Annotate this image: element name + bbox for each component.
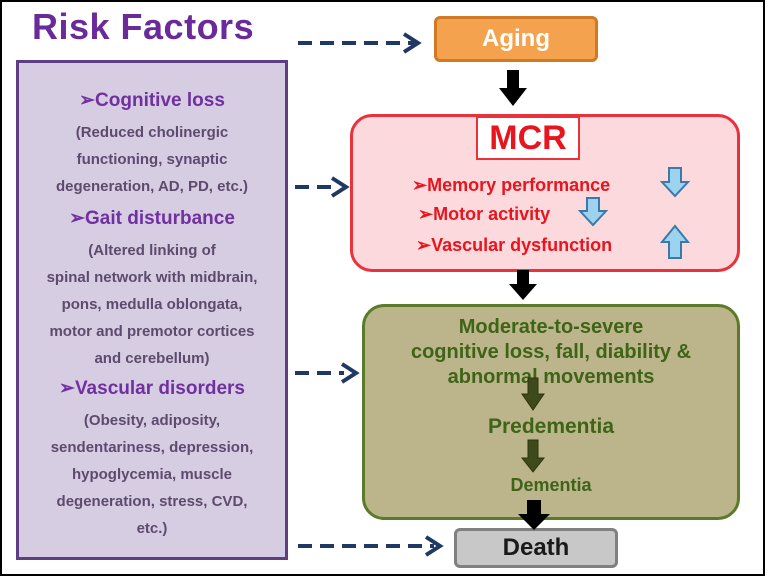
outcome-line: cognitive loss, fall, diability &	[410, 341, 692, 363]
risk-factor-heading-cognitive: ➢Cognitive loss	[79, 90, 225, 111]
arrow-aging-to-mcr	[499, 70, 527, 106]
arrow-to-dementia	[520, 439, 546, 473]
predementia-label: Predementia	[487, 415, 615, 438]
arrow-to-predementia	[521, 377, 545, 411]
diagram-title: Risk Factors	[32, 6, 255, 47]
arrow-mcr-to-outcome	[509, 270, 537, 300]
risk-factor-details-gait: (Altered linking of spinal network with …	[19, 237, 285, 372]
detail-line: pons, medulla oblongata,	[61, 296, 243, 313]
mcr-label: MCR	[476, 116, 580, 160]
detail-line: (Altered linking of	[88, 242, 216, 259]
detail-line: degeneration, AD, PD, etc.)	[56, 178, 248, 195]
detail-line: degeneration, stress, CVD,	[56, 493, 248, 510]
risk-factor-heading-gait: ➢Gait disturbance	[69, 208, 235, 229]
detail-line: etc.)	[136, 520, 168, 537]
arrow-outcome-to-death	[518, 500, 550, 530]
bullet-arrow-icon: ➢	[59, 378, 75, 399]
detail-line: sendentariness, depression,	[50, 439, 254, 456]
outcome-line: abnormal movements	[447, 366, 655, 388]
bullet-arrow-icon: ➢	[79, 90, 96, 111]
mcr-item-vascular: ➢Vascular dysfunction	[416, 235, 613, 255]
death-box: Death	[454, 528, 618, 568]
risk-factor-heading-vascular: ➢Vascular disorders	[59, 378, 245, 399]
risk-factor-details-cognitive: (Reduced cholinergic functioning, synapt…	[19, 119, 285, 200]
risk-factors-panel: ➢Cognitive loss (Reduced cholinergic fun…	[16, 60, 288, 560]
mcr-item-memory: ➢Memory performance	[412, 175, 611, 195]
outcome-line: Moderate-to-severe	[458, 316, 644, 338]
detail-line: spinal network with midbrain,	[46, 269, 258, 286]
memory-decrease-icon	[659, 167, 691, 198]
dashed-arrow-to-mcr	[295, 176, 350, 198]
dashed-arrow-to-death	[298, 535, 444, 557]
bullet-arrow-icon: ➢	[416, 235, 432, 255]
outcome-box: Moderate-to-severe cognitive loss, fall,…	[362, 304, 740, 520]
outcome-description: Moderate-to-severe cognitive loss, fall,…	[365, 315, 737, 390]
mcr-item-motor: ➢Motor activity	[418, 204, 551, 224]
dementia-label: Dementia	[510, 475, 592, 495]
detail-line: and cerebellum)	[94, 350, 210, 367]
detail-line: (Obesity, adiposity,	[83, 412, 221, 429]
dashed-arrow-to-aging	[298, 32, 422, 54]
bullet-arrow-icon: ➢	[418, 204, 434, 224]
detail-line: hypoglycemia, muscle	[71, 466, 233, 483]
risk-factor-details-vascular: (Obesity, adiposity, sendentariness, dep…	[19, 407, 285, 542]
motor-decrease-icon	[577, 197, 609, 227]
aging-box: Aging	[434, 16, 598, 62]
detail-line: (Reduced cholinergic	[75, 124, 229, 141]
bullet-arrow-icon: ➢	[412, 175, 428, 195]
vascular-increase-icon	[659, 224, 691, 259]
detail-line: motor and premotor cortices	[49, 323, 255, 340]
detail-line: functioning, synaptic	[76, 151, 228, 168]
dashed-arrow-to-outcome	[295, 362, 360, 384]
bullet-arrow-icon: ➢	[69, 208, 85, 229]
